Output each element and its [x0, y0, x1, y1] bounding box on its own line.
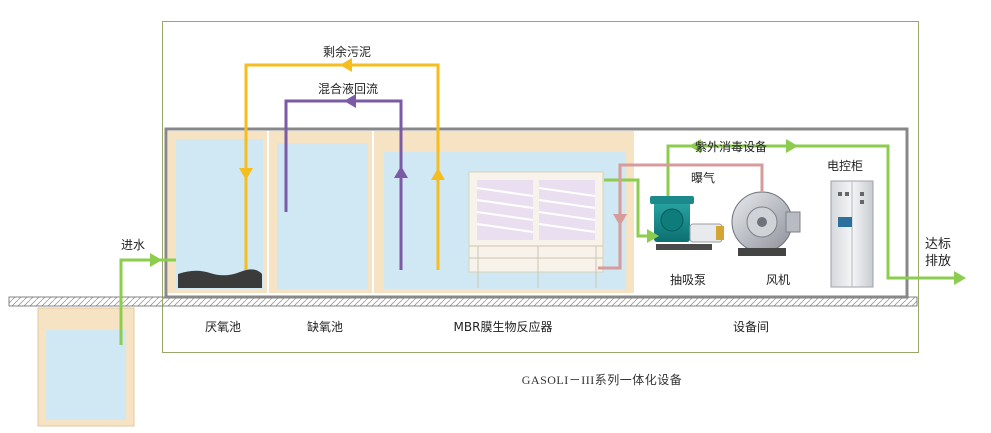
- outer-enclosure: [162, 21, 919, 353]
- equipment-room-label: 设备间: [733, 320, 769, 334]
- mixed-liquor-return-line: [284, 99, 403, 270]
- sludge-layer: [178, 269, 262, 288]
- aeration-line: [598, 163, 764, 270]
- inlet-well: [37, 307, 135, 427]
- suction-pump: [650, 196, 724, 250]
- anoxic-tank-label: 缺氧池: [307, 319, 343, 334]
- mbr-tank: [374, 131, 634, 293]
- mbr-reactor-label: MBR膜生物反应器: [454, 319, 553, 334]
- outlet-label-line1: 达标: [925, 237, 951, 252]
- blower: [731, 191, 801, 256]
- anoxic-tank: [269, 131, 372, 293]
- outlet-label-line2: 排放: [925, 254, 951, 269]
- aeration-arrow: [613, 214, 627, 226]
- mixed-liquor-return-label: 混合液回流: [318, 81, 378, 96]
- excess-sludge-label: 剩余污泥: [323, 44, 371, 59]
- anaerobic-tank-label: 厌氧池: [205, 320, 241, 334]
- uv-disinfection-label: 紫外消毒设备: [695, 140, 767, 154]
- treatment-frame: [164, 127, 909, 299]
- excess-sludge-arrows: [239, 58, 445, 180]
- aeration-label: 曝气: [691, 170, 715, 185]
- suction-pump-label: 抽吸泵: [670, 273, 706, 287]
- discharge-arrows: [647, 139, 966, 285]
- membrane-module: [468, 171, 604, 288]
- control-cabinet-label: 电控柜: [827, 159, 863, 173]
- inlet-arrow: [150, 253, 162, 267]
- inlet-label: 进水: [121, 238, 145, 252]
- mixed-liquor-return-arrows: [344, 94, 408, 178]
- blower-label: 风机: [766, 273, 790, 287]
- anaerobic-tank: [168, 131, 267, 293]
- control-cabinet: [830, 180, 874, 288]
- diagram-caption: GASOLI－III系列一体化设备: [522, 373, 683, 387]
